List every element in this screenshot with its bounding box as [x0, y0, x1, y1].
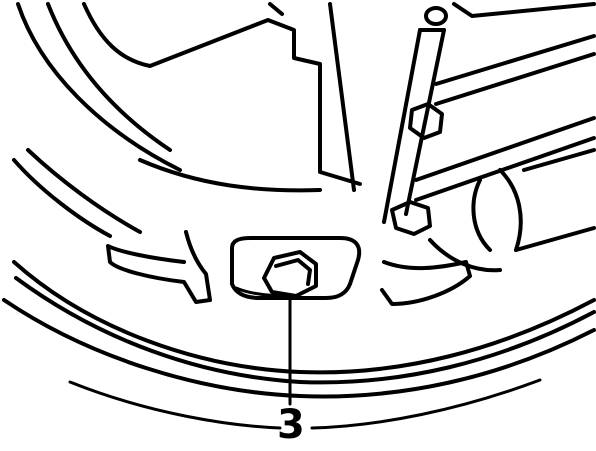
upper-housing	[82, 2, 362, 193]
right-brake-shoe	[380, 260, 472, 306]
adjuster-plug-bolt	[262, 250, 318, 298]
adjuster-hole-plate	[230, 236, 362, 300]
middle-bolt	[408, 102, 444, 140]
callout-label-3: 3	[277, 402, 305, 448]
vertical-strut	[382, 28, 446, 224]
left-brake-shoe	[106, 230, 212, 304]
side-bracket	[414, 34, 596, 202]
backing-plate	[12, 2, 182, 238]
upper-bolt	[424, 2, 596, 26]
lower-bolt	[390, 200, 432, 236]
brake-drum-rim	[2, 260, 596, 430]
